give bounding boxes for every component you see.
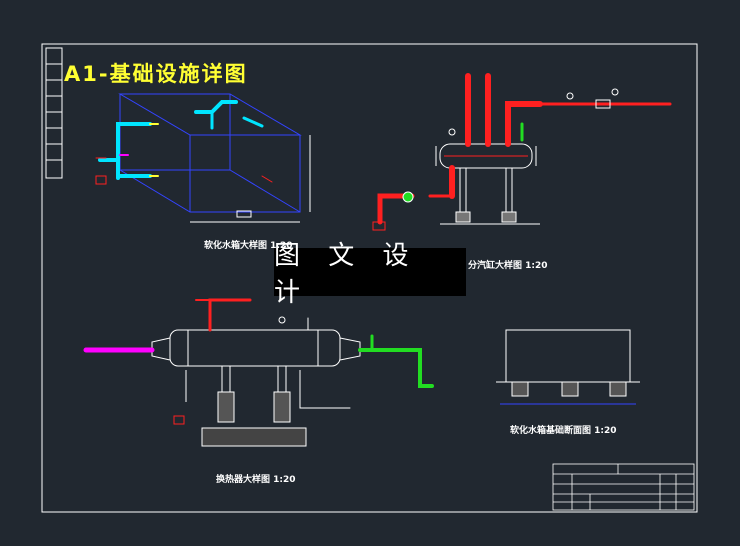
title-block: [552, 463, 695, 511]
sheet-border: [41, 43, 698, 513]
watermark-banner: 图 文 设 计: [274, 241, 466, 308]
tank-pipes: [95, 100, 273, 185]
tank-foundation-section: [496, 329, 640, 405]
sheet-title: A1-基础设施详图: [64, 62, 248, 86]
caption-tank-detail: 软化水箱大样图 1:20: [204, 241, 293, 251]
caption-tank-foundation-section: 软化水箱基础断面图 1:20: [510, 426, 617, 436]
steam-header-pipes: [372, 73, 672, 231]
steam-header-vessel: [435, 143, 540, 225]
caption-steam-header-detail: 分汽缸大样图 1:20: [468, 261, 548, 271]
softened-water-tank-isometric: [118, 93, 311, 223]
caption-heat-exchanger-detail: 换热器大样图 1:20: [216, 475, 296, 485]
heat-exchanger-pipes: [83, 298, 434, 425]
heat-exchanger-vessel: [151, 329, 361, 447]
